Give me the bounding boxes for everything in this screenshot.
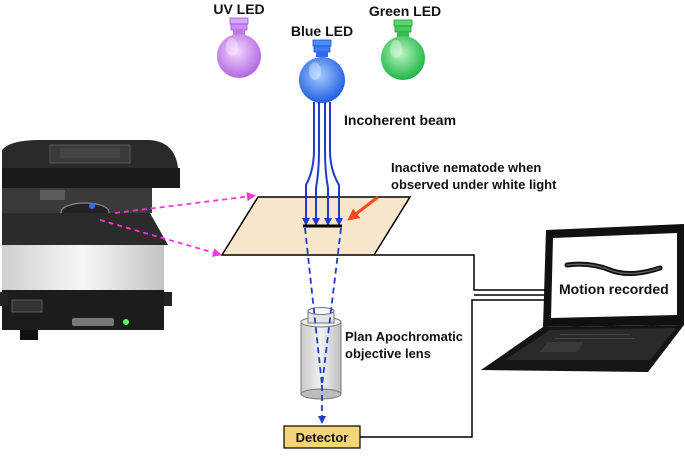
nematode-label-line2: observed under white light (391, 177, 557, 192)
green-led-bulb (381, 19, 425, 80)
motion-recorded-label: Motion recorded (559, 281, 669, 297)
uv-led-bulb (217, 17, 261, 78)
link-arrow-lower (99, 219, 222, 257)
microscope-instrument-icon (0, 140, 180, 340)
objective-lens (300, 307, 342, 400)
lightbulb-icon (217, 17, 261, 78)
green-led-label: Green LED (369, 3, 441, 19)
incoherent-beam (302, 102, 343, 226)
detector-box (283, 425, 361, 449)
lightbulb-icon (299, 39, 345, 103)
wires (360, 254, 545, 438)
blue-led-bulb (299, 39, 345, 103)
laptop-icon (481, 224, 684, 372)
uv-led-label: UV LED (213, 1, 264, 17)
incoherent-beam-label: Incoherent beam (344, 112, 456, 128)
optical-path (304, 227, 342, 424)
lens-label-line2: objective lens (345, 346, 431, 361)
pointer-arrow (347, 195, 379, 221)
blue-led-label: Blue LED (291, 23, 353, 39)
lens-label-line1: Plan Apochromatic (345, 329, 463, 344)
nematode-label-line1: Inactive nematode when (391, 160, 541, 175)
lightbulb-icon (381, 19, 425, 80)
detector-label: Detector (296, 430, 349, 445)
